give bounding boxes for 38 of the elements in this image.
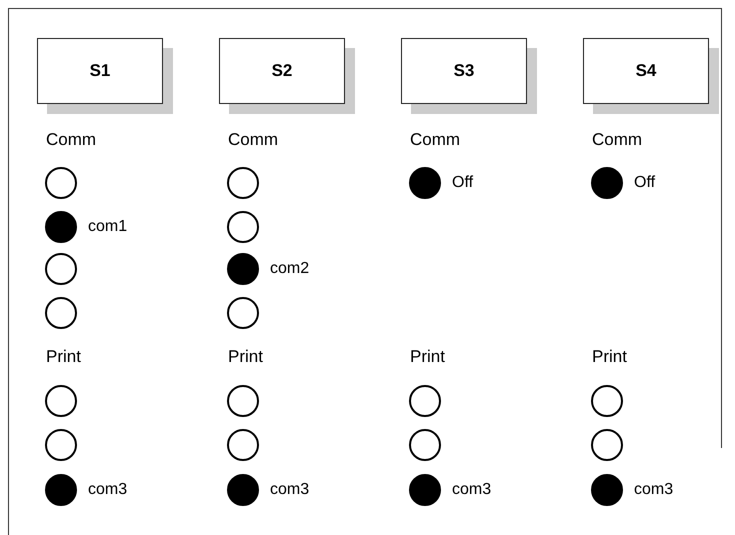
radio-button bbox=[227, 297, 259, 329]
selected-radio-button bbox=[45, 211, 77, 243]
group-heading: Comm bbox=[228, 130, 278, 150]
group-heading: Comm bbox=[410, 130, 460, 150]
radio-button bbox=[45, 253, 77, 285]
radio-button bbox=[227, 429, 259, 461]
option-label: Off bbox=[634, 173, 656, 193]
selected-radio-button bbox=[227, 474, 259, 506]
radio-button bbox=[45, 385, 77, 417]
option-label: com3 bbox=[270, 480, 310, 500]
selected-radio-button bbox=[227, 253, 259, 285]
radio-button bbox=[409, 429, 441, 461]
radio-button bbox=[409, 385, 441, 417]
selected-radio-button bbox=[591, 474, 623, 506]
selected-radio-button bbox=[409, 167, 441, 199]
option-label: com1 bbox=[88, 217, 128, 237]
option-label: com3 bbox=[634, 480, 674, 500]
radio-button bbox=[45, 429, 77, 461]
group-heading: Print bbox=[410, 347, 445, 367]
radio-button bbox=[591, 429, 623, 461]
radio-button bbox=[591, 385, 623, 417]
group-heading: Print bbox=[46, 347, 81, 367]
radio-button bbox=[227, 167, 259, 199]
group-heading: Comm bbox=[46, 130, 96, 150]
radio-button bbox=[45, 167, 77, 199]
option-label: com3 bbox=[88, 480, 128, 500]
radio-button bbox=[45, 297, 77, 329]
selected-radio-button bbox=[45, 474, 77, 506]
option-label: Off bbox=[452, 173, 474, 193]
radio-button bbox=[227, 211, 259, 243]
selected-radio-button bbox=[591, 167, 623, 199]
group-heading: Print bbox=[592, 347, 627, 367]
group-heading: Comm bbox=[592, 130, 642, 150]
option-label: com2 bbox=[270, 259, 310, 279]
group-heading: Print bbox=[228, 347, 263, 367]
radio-button bbox=[227, 385, 259, 417]
selected-radio-button bbox=[409, 474, 441, 506]
option-label: com3 bbox=[452, 480, 492, 500]
